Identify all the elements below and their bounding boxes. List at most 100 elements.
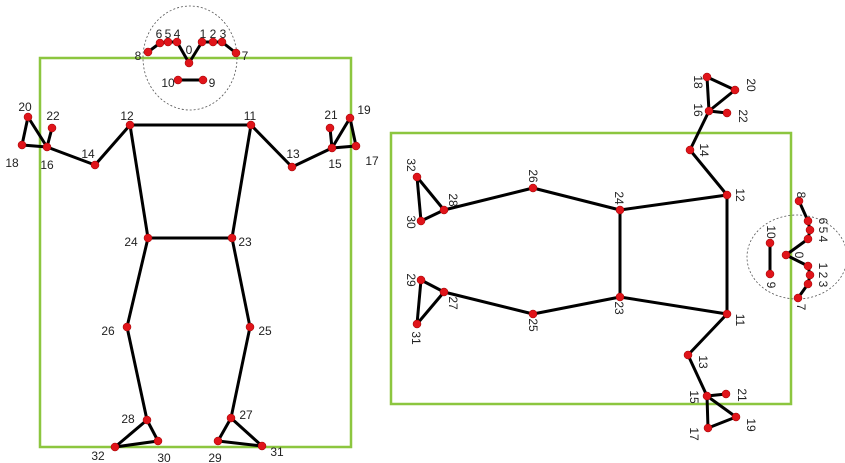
joint-label-4: 4 — [174, 27, 181, 41]
bone-24-26 — [531, 186, 622, 212]
joint-25 — [245, 322, 255, 332]
joint-10 — [765, 238, 775, 248]
bone-18-20 — [20, 115, 30, 147]
bone-25-27 — [229, 325, 252, 420]
joint-label-6: 6 — [156, 27, 163, 41]
joint-19 — [345, 113, 355, 123]
joint-label-17: 17 — [365, 154, 379, 168]
rotated-pose: 0123456789101112131415161718192021222324… — [389, 72, 845, 441]
bounding-box — [389, 131, 793, 406]
joint-12 — [722, 190, 732, 200]
joint-label-11: 11 — [244, 109, 257, 123]
joint-label-3: 3 — [816, 281, 830, 288]
joint-label-31: 31 — [270, 445, 284, 459]
bone-16-20 — [26, 115, 49, 149]
bone-28-32 — [113, 418, 149, 449]
joint-10 — [173, 75, 183, 85]
joint-23 — [615, 292, 625, 302]
bone-12-24 — [618, 193, 729, 212]
bone-27-31 — [415, 290, 446, 326]
joint-8 — [143, 47, 153, 57]
joint-28 — [142, 415, 152, 425]
joint-11 — [246, 120, 256, 130]
joint-31 — [412, 319, 422, 329]
bone-11-23 — [618, 295, 729, 316]
bone-18-20 — [705, 75, 737, 92]
joint-label-20: 20 — [744, 78, 758, 92]
joint-16 — [704, 106, 714, 116]
joint-label-14: 14 — [697, 143, 711, 157]
joint-label-6: 6 — [816, 218, 830, 225]
joint-27 — [439, 287, 449, 297]
joint-label-27: 27 — [446, 296, 460, 310]
joint-label-7: 7 — [794, 304, 808, 311]
joint-18 — [17, 140, 27, 150]
joint-label-27: 27 — [239, 408, 253, 422]
joint-29 — [416, 275, 426, 285]
joint-4 — [803, 234, 813, 244]
joint-7 — [793, 293, 803, 303]
bone-13-15 — [686, 353, 709, 398]
joint-24 — [143, 233, 153, 243]
joint-32 — [412, 172, 422, 182]
joint-26 — [528, 183, 538, 193]
bone-11-13 — [249, 123, 294, 169]
joint-label-2: 2 — [210, 27, 217, 41]
joint-label-21: 21 — [735, 388, 749, 402]
bone-27-31 — [229, 416, 264, 448]
joint-label-16: 16 — [40, 158, 54, 172]
joint-24 — [615, 205, 625, 215]
joint-9 — [198, 75, 208, 85]
joint-label-15: 15 — [328, 157, 342, 171]
joint-label-28: 28 — [446, 193, 460, 207]
joint-25 — [528, 309, 538, 319]
joint-label-32: 32 — [91, 449, 105, 463]
joint-1 — [803, 261, 813, 271]
joint-label-3: 3 — [220, 27, 227, 41]
bone-29-31 — [415, 278, 423, 326]
bone-12-14 — [93, 123, 132, 167]
joint-label-5: 5 — [816, 227, 830, 234]
joint-label-0: 0 — [186, 43, 193, 57]
joint-17 — [703, 423, 713, 433]
joint-label-7: 7 — [242, 49, 249, 63]
bone-11-23 — [230, 123, 253, 240]
bone-25-27 — [442, 290, 535, 316]
joint-27 — [226, 413, 236, 423]
joint-23 — [227, 233, 237, 243]
joint-32 — [110, 442, 120, 452]
joint-2 — [805, 270, 815, 280]
joint-label-8: 8 — [135, 49, 142, 63]
joint-2 — [208, 37, 218, 47]
joint-label-30: 30 — [157, 451, 171, 463]
joint-label-25: 25 — [258, 324, 272, 338]
joint-21 — [721, 389, 731, 399]
joint-label-13: 13 — [286, 147, 300, 161]
bone-16-20 — [707, 88, 737, 113]
joint-30 — [416, 216, 426, 226]
joint-5 — [805, 225, 815, 235]
joint-label-21: 21 — [324, 108, 338, 122]
joint-8 — [794, 196, 804, 206]
joint-11 — [722, 309, 732, 319]
joint-label-4: 4 — [816, 236, 830, 243]
bone-11-13 — [686, 312, 729, 357]
bone-12-14 — [688, 148, 729, 197]
bone-30-32 — [415, 175, 423, 223]
joint-15 — [327, 143, 337, 153]
joint-label-15: 15 — [687, 390, 701, 404]
joint-16 — [42, 142, 52, 152]
bone-30-32 — [113, 439, 160, 449]
joint-label-16: 16 — [691, 103, 705, 117]
bone-26-28 — [442, 186, 535, 212]
bone-16-18 — [705, 75, 711, 113]
joint-30 — [153, 436, 163, 446]
joint-label-29: 29 — [404, 273, 418, 287]
joint-19 — [731, 412, 741, 422]
joint-17 — [351, 141, 361, 151]
joint-label-24: 24 — [124, 235, 138, 249]
joint-label-19: 19 — [744, 418, 758, 432]
joint-14 — [90, 160, 100, 170]
